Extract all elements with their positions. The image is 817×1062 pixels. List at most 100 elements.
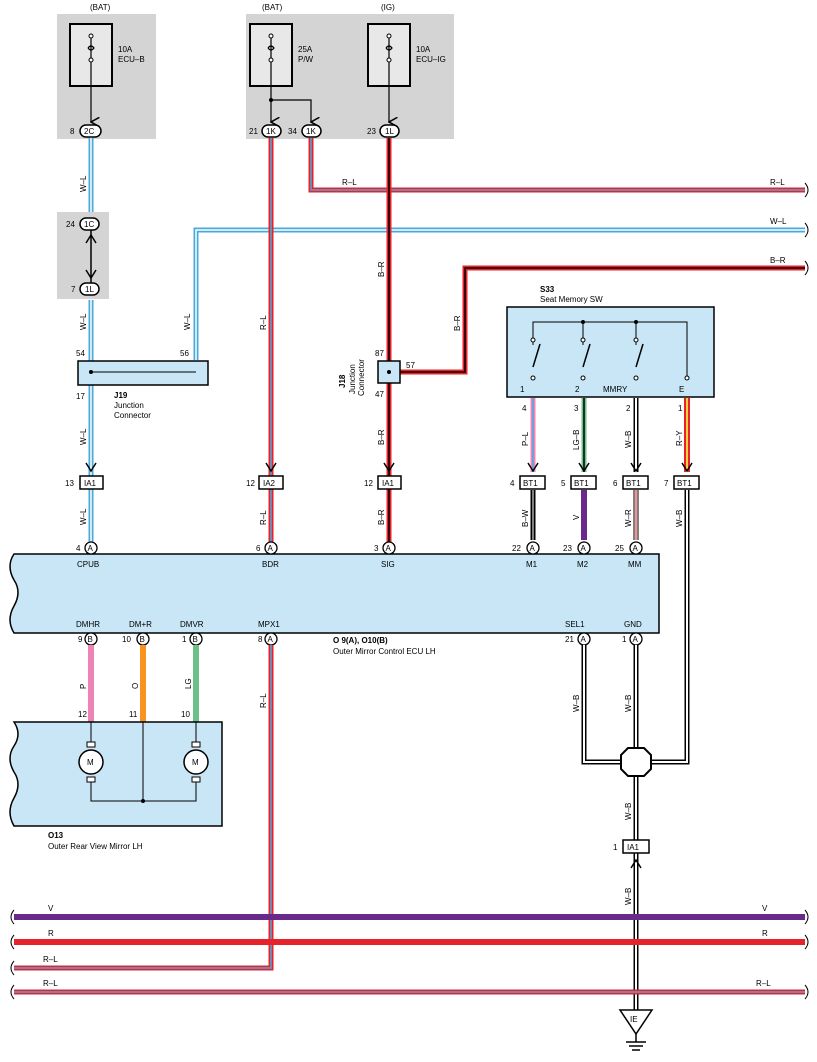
mirror-motors <box>78 722 209 803</box>
conn-2c: 2C <box>79 124 102 138</box>
s33-switch-box <box>506 306 715 398</box>
ecu-code: O 9(A), O10(B) <box>333 636 388 645</box>
svg-text:B: B <box>88 635 93 644</box>
conn-1l-top: 1L <box>379 124 400 138</box>
bus-end-caps <box>10 182 809 1000</box>
svg-text:DMHR: DMHR <box>76 620 100 629</box>
svg-text:1L: 1L <box>85 285 94 294</box>
mirror-box <box>9 721 223 827</box>
ia1-a-name: IA1 <box>84 479 97 488</box>
ia1-a-pin: 13 <box>65 479 74 488</box>
bus-label-r-left: R <box>48 929 54 938</box>
conn-1k-a: 1K <box>261 124 282 138</box>
bt1-b-name: BT1 <box>574 479 589 488</box>
svg-text:B: B <box>193 635 198 644</box>
svg-text:4: 4 <box>76 544 81 553</box>
svg-text:A: A <box>633 544 639 553</box>
svg-text:M1: M1 <box>526 560 538 569</box>
bus-label-r-right: R <box>762 929 768 938</box>
chevrons-top <box>85 462 693 473</box>
svg-text:1: 1 <box>182 635 187 644</box>
bus-label-v-right: V <box>762 904 768 913</box>
svg-text:8: 8 <box>258 635 263 644</box>
wire-label-rl-top: R–L <box>342 178 357 187</box>
ecu-top-pin-labels: CPUB BDR SIG M1 M2 MM <box>77 560 642 569</box>
fuse-source-ecu-ig: (IG) <box>381 3 395 12</box>
svg-text:CPUB: CPUB <box>77 560 99 569</box>
pin-21: 21 <box>249 127 258 136</box>
svg-text:2C: 2C <box>84 127 94 136</box>
j19-pin-54: 54 <box>76 349 85 358</box>
svg-text:1K: 1K <box>306 127 316 136</box>
conn-row-top <box>79 475 700 490</box>
svg-text:MM: MM <box>628 560 642 569</box>
wire-label-wl4: W–L <box>79 508 88 525</box>
fuse-name-ecu-ig: ECU–IG <box>416 55 446 64</box>
wire-label-ry: R–Y <box>675 430 684 446</box>
svg-text:9: 9 <box>78 635 83 644</box>
wire-label-wb2: W–B <box>675 510 684 527</box>
svg-text:A: A <box>581 544 587 553</box>
s33-terminal-e: E <box>679 385 684 394</box>
svg-text:SIG: SIG <box>381 560 395 569</box>
wire-label-lg: LG <box>184 678 193 689</box>
j18-name-1: Junction <box>348 364 357 394</box>
bus-label-rl-left: R–L <box>43 979 58 988</box>
motor-right-icon: M <box>192 758 199 767</box>
ground-icon <box>618 1009 654 1051</box>
mirror-pin-10: 10 <box>181 710 190 719</box>
s33-pin-3: 3 <box>574 404 579 413</box>
ia1-c-pin: 1 <box>613 843 618 852</box>
mirror-pin-12: 12 <box>78 710 87 719</box>
fuse-ecu-ig <box>367 23 411 122</box>
wire-label-rl-pw2: R–L <box>259 510 268 525</box>
j19-pin-56: 56 <box>180 349 189 358</box>
wire-label-br2: B–R <box>377 429 386 445</box>
mirror-code: O13 <box>48 831 64 840</box>
s33-code: S33 <box>540 285 555 294</box>
svg-text:DMVR: DMVR <box>180 620 204 629</box>
wire-label-rl-mpx: R–L <box>259 693 268 708</box>
svg-text:23: 23 <box>563 544 572 553</box>
bt1-d-name: BT1 <box>677 479 692 488</box>
mirror-name: Outer Rear View Mirror LH <box>48 842 143 851</box>
wire-label-v: V <box>572 514 581 520</box>
bt1-b-pin: 5 <box>561 479 566 488</box>
svg-text:B: B <box>140 635 145 644</box>
svg-text:A: A <box>633 635 639 644</box>
wire-label-wl5: W–L <box>183 313 192 330</box>
wire-label-wl3: W–L <box>79 428 88 445</box>
pin-24: 24 <box>66 220 75 229</box>
wire-label-wl-right: W–L <box>770 217 787 226</box>
wire-label-wl1: W–L <box>79 175 88 192</box>
motor-left-icon: M <box>87 758 94 767</box>
wire-label-rl-pw: R–L <box>259 315 268 330</box>
wire-label-br1: B–R <box>377 261 386 277</box>
svg-text:MPX1: MPX1 <box>258 620 280 629</box>
svg-text:1C: 1C <box>84 220 94 229</box>
j18-name-2: Connector <box>357 359 366 396</box>
s33-name: Seat Memory SW <box>540 295 603 304</box>
junction-1c-1l: 1C 1L <box>79 217 100 296</box>
ecu-bottom-pin-labels: DMHR DM+R DMVR MPX1 SEL1 GND <box>76 620 642 629</box>
svg-text:A: A <box>88 544 94 553</box>
j19-pin-17: 17 <box>76 392 85 401</box>
svg-text:SEL1: SEL1 <box>565 620 585 629</box>
bt1-a-pin: 4 <box>510 479 515 488</box>
j18-code: J18 <box>338 374 347 388</box>
wire-rl-top <box>308 138 805 193</box>
pin-8: 8 <box>70 127 75 136</box>
svg-text:A: A <box>268 635 274 644</box>
wire-label-wr: W–R <box>624 509 633 527</box>
wire-label-lgb: LG–B <box>572 430 581 450</box>
j19-name-1: Junction <box>114 401 144 410</box>
j19-connector <box>77 360 209 386</box>
ia2-name: IA2 <box>263 479 276 488</box>
j18-pin-57: 57 <box>406 361 415 370</box>
svg-text:1K: 1K <box>266 127 276 136</box>
wire-label-wl2: W–L <box>79 313 88 330</box>
bt1-d-pin: 7 <box>664 479 669 488</box>
s33-terminal-1: 1 <box>520 385 525 394</box>
ia1-b-name: IA1 <box>382 479 395 488</box>
